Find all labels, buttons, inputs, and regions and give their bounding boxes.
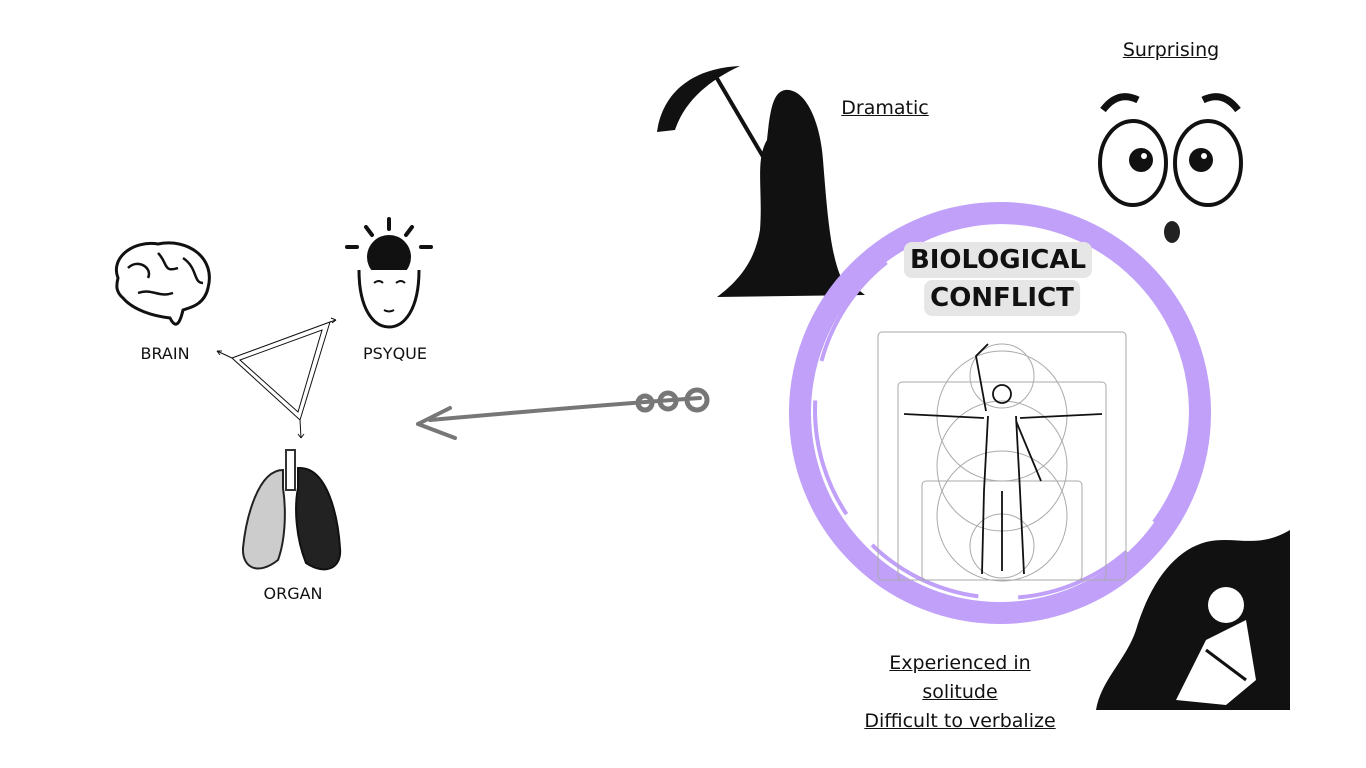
quality-solitude-1: Experienced in xyxy=(889,652,1031,674)
node-label-psyque: PSYQUE xyxy=(363,344,427,363)
purple-ring xyxy=(789,202,1211,624)
quality-solitude-2: solitude xyxy=(922,681,998,703)
node-label-organ: ORGAN xyxy=(263,584,323,603)
brain-icon xyxy=(114,241,211,326)
title-line-2: CONFLICT xyxy=(924,280,1080,316)
lungs-icon xyxy=(241,449,342,571)
quality-dramatic: Dramatic xyxy=(841,97,929,119)
quality-verbalize: Difficult to verbalize xyxy=(864,710,1056,732)
quality-surprising: Surprising xyxy=(1122,39,1220,61)
head-idea-icon xyxy=(345,217,433,329)
scribble-arrow xyxy=(416,387,710,440)
grim-reaper-icon xyxy=(657,66,865,297)
lonely-figure-icon xyxy=(1096,530,1290,710)
vitruvian-man-icon xyxy=(877,331,1127,582)
title-line-1: BIOLOGICAL xyxy=(903,242,1093,278)
node-label-brain: BRAIN xyxy=(140,344,190,363)
surprised-eyes-icon xyxy=(1098,93,1243,243)
